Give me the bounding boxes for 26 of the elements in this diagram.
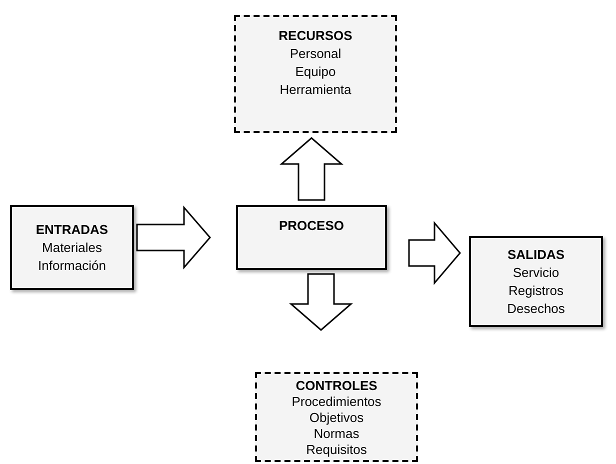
list-item: Servicio <box>512 264 560 282</box>
process-box <box>469 236 603 327</box>
list-item: Requisitos <box>306 442 367 458</box>
process-box <box>10 205 134 290</box>
list-item: Equipo <box>295 63 336 81</box>
process-box <box>236 205 387 270</box>
box-heading: RECURSOS <box>278 27 352 45</box>
block-arrow <box>279 137 344 201</box>
list-item: Información <box>38 256 106 274</box>
block-arrow <box>136 205 211 270</box>
list-item: Materiales <box>42 238 102 256</box>
list-item: Normas <box>314 426 360 442</box>
block-arrow <box>408 220 461 286</box>
list-item: Herramienta <box>280 81 352 99</box>
box-heading: ENTRADAS <box>36 220 108 238</box>
box-heading: SALIDAS <box>507 246 565 264</box>
box-heading: PROCESO <box>278 217 344 235</box>
list-item: Personal <box>290 45 342 63</box>
block-arrow <box>288 273 354 331</box>
list-item: Registros <box>508 282 564 300</box>
list-item: Desechos <box>507 300 565 318</box>
dashed-box <box>255 372 418 462</box>
list-item: Procedimientos <box>292 394 382 410</box>
list-item: Objetivos <box>309 410 364 426</box>
box-heading: CONTROLES <box>296 378 378 394</box>
dashed-box <box>234 15 397 133</box>
